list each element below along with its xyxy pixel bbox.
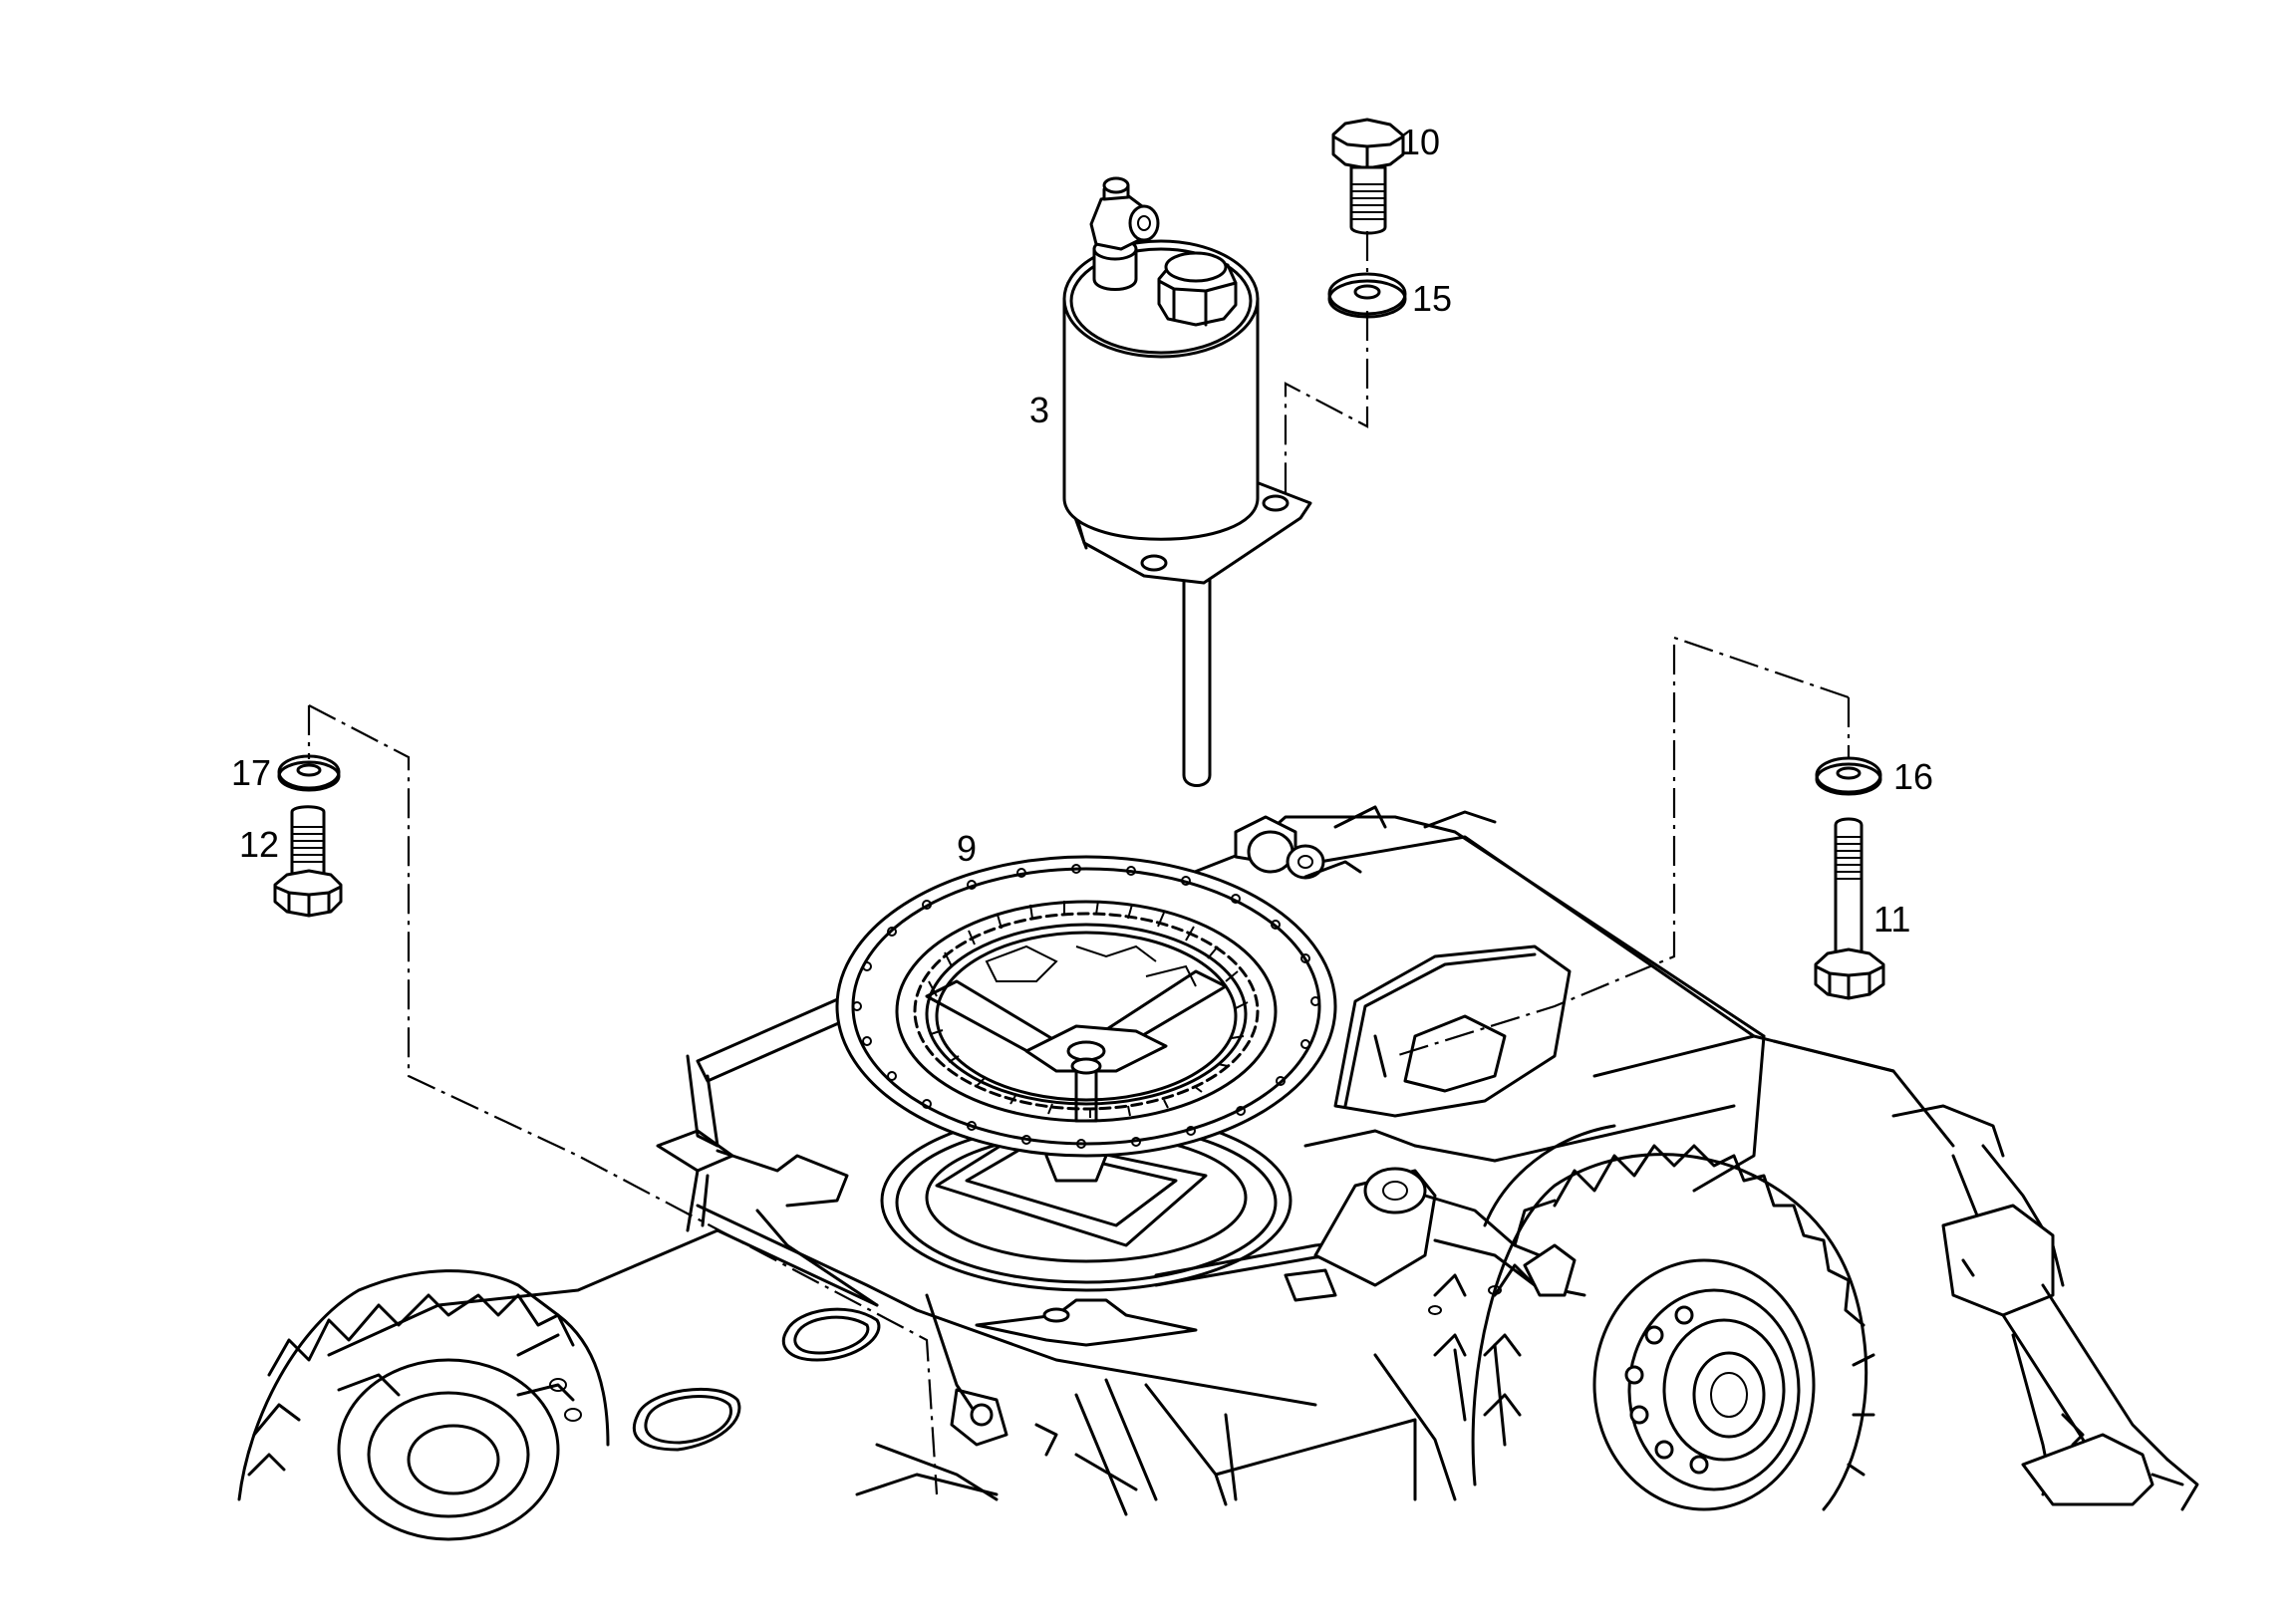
callout-16: 16 <box>1893 756 1933 797</box>
callout-17: 17 <box>231 752 271 793</box>
callout-10: 10 <box>1400 122 1440 162</box>
callout-9: 9 <box>957 828 977 869</box>
hex-bolt-12 <box>273 805 343 918</box>
assembly-lines <box>307 231 1851 1495</box>
cylinder-unit <box>1062 176 1312 787</box>
right-wheel <box>1433 1124 1875 1511</box>
callout-3: 3 <box>1029 390 1049 430</box>
slewing-ring <box>835 855 1337 1158</box>
callout-11: 11 <box>1873 899 1910 940</box>
callout-12: 12 <box>239 824 279 865</box>
washer-17 <box>277 754 341 792</box>
left-wheel <box>237 1269 610 1541</box>
washer-15 <box>1327 272 1407 319</box>
hex-bolt-11 <box>1814 817 1885 1000</box>
hex-bolt-10 <box>1331 118 1405 235</box>
chassis-frame <box>327 805 2199 1516</box>
callout-15: 15 <box>1412 278 1452 319</box>
washer-16 <box>1815 756 1882 796</box>
